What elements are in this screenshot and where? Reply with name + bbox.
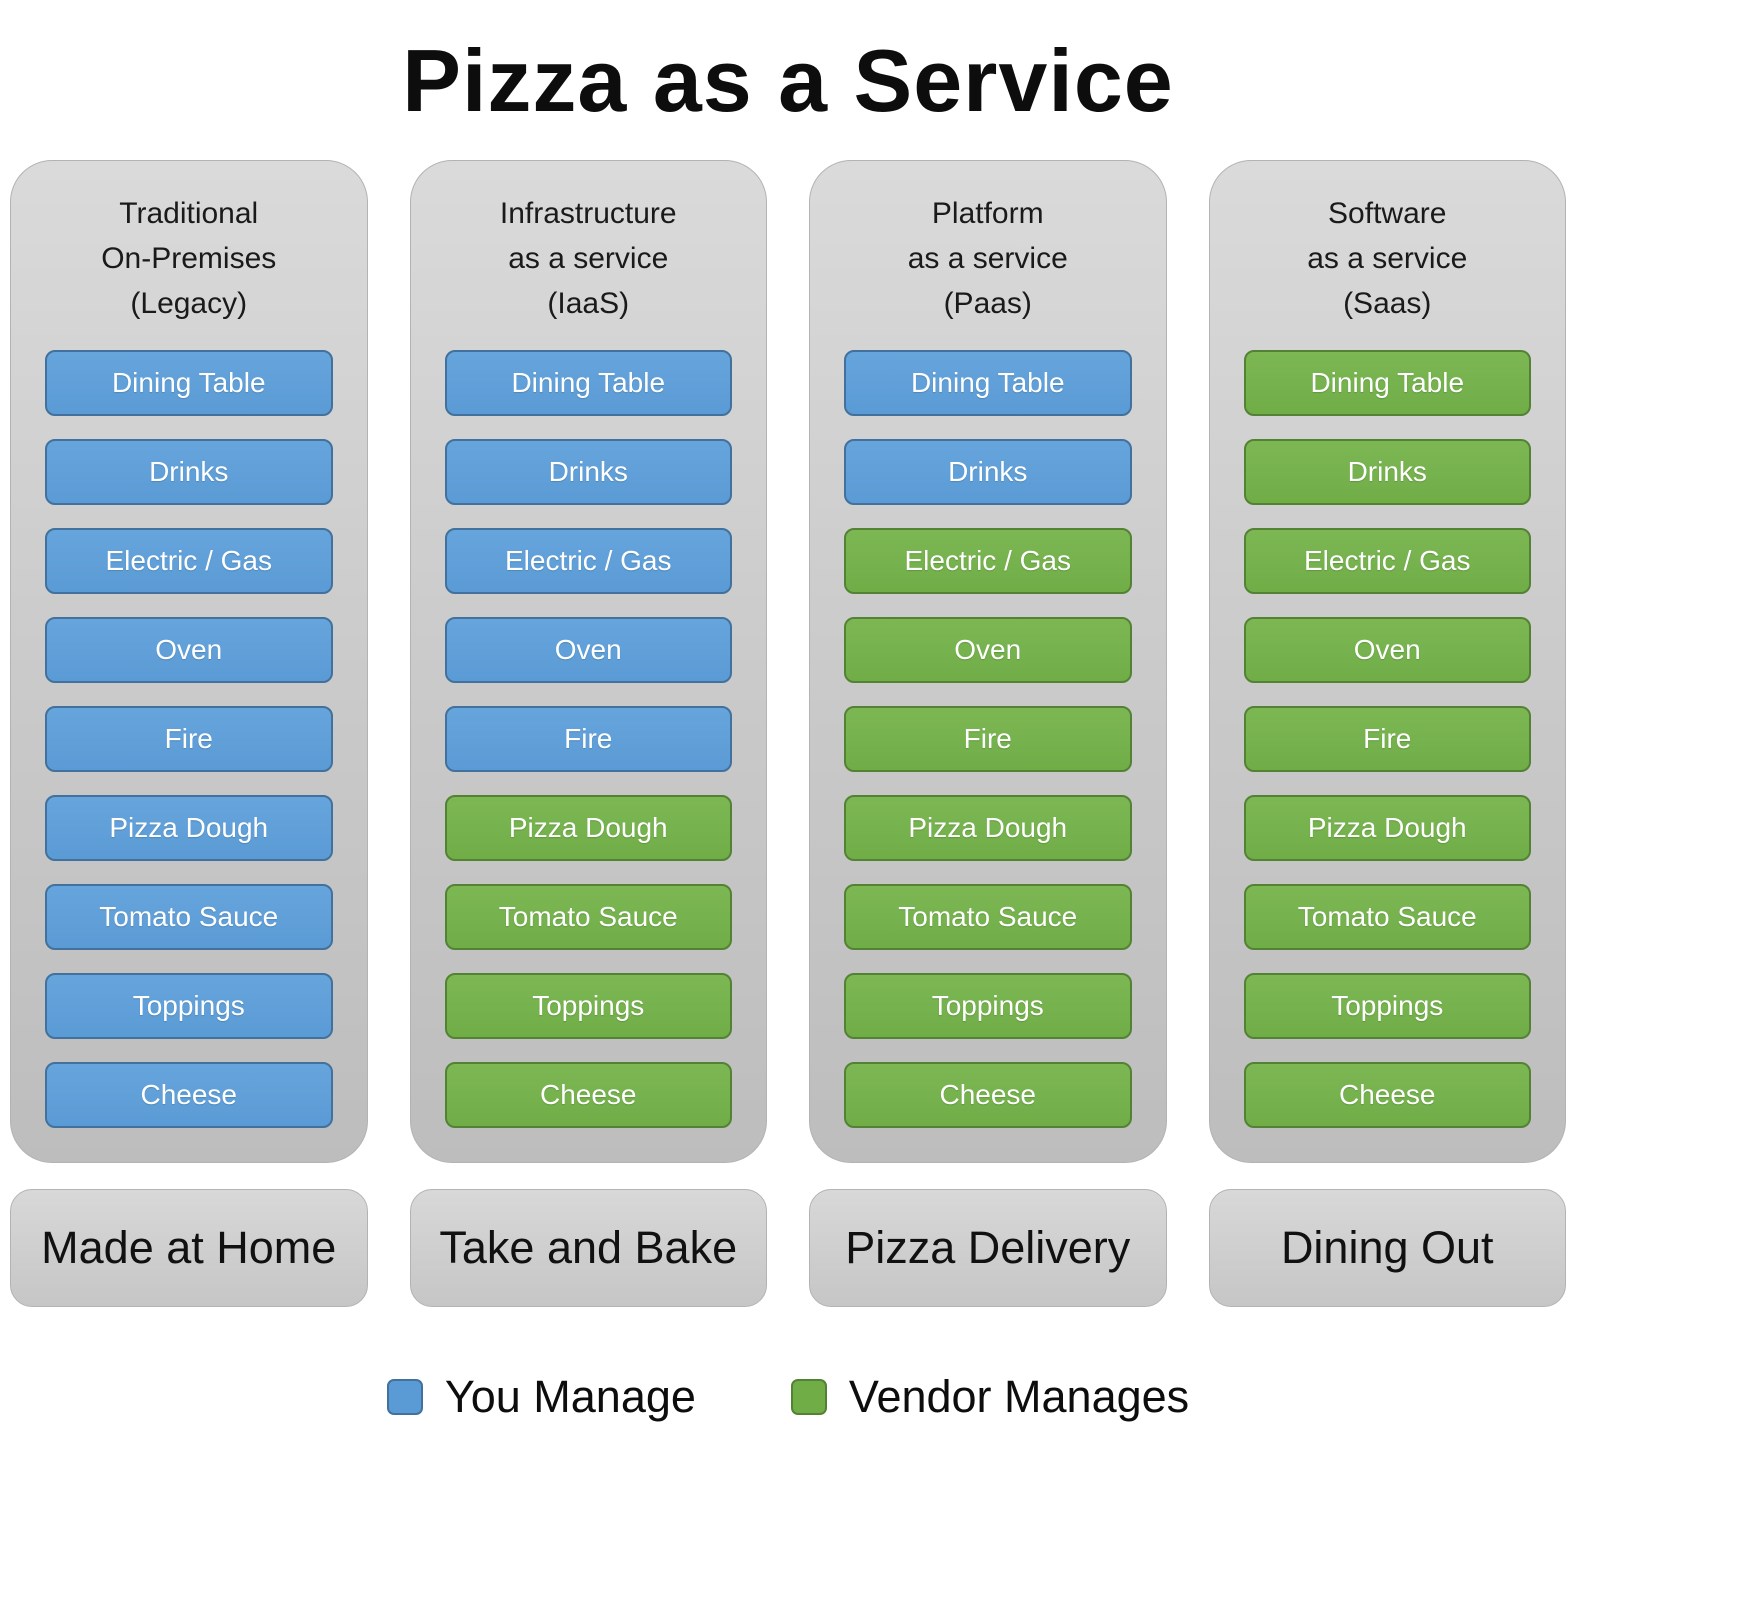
- item-box: Electric / Gas: [844, 528, 1132, 594]
- item-box: Cheese: [1243, 1062, 1531, 1128]
- item-box: Cheese: [444, 1062, 732, 1128]
- column-header: Infrastructure as a service (IaaS): [499, 197, 677, 320]
- item-box: Tomato Sauce: [844, 884, 1132, 950]
- item-box: Oven: [1243, 617, 1531, 683]
- diagram-content: Pizza as a Service Traditional On-Premis…: [6, 31, 1570, 1423]
- legend-item-you-manage: You Manage: [386, 1371, 696, 1423]
- item-box: Pizza Dough: [45, 795, 333, 861]
- item-box: Dining Table: [844, 350, 1132, 416]
- columns-row: Traditional On-Premises (Legacy) Dining T…: [6, 160, 1570, 1163]
- item-box: Drinks: [45, 439, 333, 505]
- item-box: Dining Table: [1243, 350, 1531, 416]
- item-box: Cheese: [844, 1062, 1132, 1128]
- footer-label: Pizza Delivery: [809, 1189, 1167, 1307]
- item-box: Pizza Dough: [444, 795, 732, 861]
- item-box: Tomato Sauce: [444, 884, 732, 950]
- item-box: Drinks: [844, 439, 1132, 505]
- column-header: Traditional On-Premises (Legacy): [101, 197, 277, 320]
- diagram-title: Pizza as a Service: [402, 31, 1174, 130]
- item-box: Oven: [444, 617, 732, 683]
- item-box: Oven: [45, 617, 333, 683]
- item-box: Oven: [844, 617, 1132, 683]
- item-box: Tomato Sauce: [45, 884, 333, 950]
- footer-label: Made at Home: [10, 1189, 368, 1307]
- item-box: Pizza Dough: [1243, 795, 1531, 861]
- item-box: Electric / Gas: [45, 528, 333, 594]
- item-box: Fire: [844, 706, 1132, 772]
- footers-row: Made at Home Take and Bake Pizza Delivery D…: [6, 1189, 1570, 1307]
- item-box: Dining Table: [444, 350, 732, 416]
- item-box: Drinks: [1243, 439, 1531, 505]
- item-box: Fire: [444, 706, 732, 772]
- column-4: Software as a service (Saas) Dining Table…: [1208, 160, 1566, 1163]
- legend-item-vendor-manages: Vendor Manages: [790, 1371, 1190, 1423]
- you-manage-swatch-icon: [386, 1379, 423, 1415]
- item-box: Cheese: [45, 1062, 333, 1128]
- legend: You Manage Vendor Manages: [6, 1371, 1570, 1423]
- column-2: Infrastructure as a service (IaaS) Dining…: [409, 160, 767, 1163]
- footer-label: Take and Bake: [409, 1189, 767, 1307]
- item-box: Electric / Gas: [444, 528, 732, 594]
- legend-label-you-manage: You Manage: [444, 1371, 696, 1422]
- item-box: Toppings: [45, 973, 333, 1039]
- column-1: Traditional On-Premises (Legacy) Dining T…: [10, 160, 368, 1163]
- footer-label: Dining Out: [1208, 1189, 1566, 1307]
- item-box: Dining Table: [45, 350, 333, 416]
- item-box: Fire: [1243, 706, 1531, 772]
- column-header: Software as a service (Saas): [1307, 197, 1468, 320]
- column-header: Platform as a service (Paas): [907, 197, 1068, 320]
- item-box: Toppings: [844, 973, 1132, 1039]
- item-box: Toppings: [1243, 973, 1531, 1039]
- column-3: Platform as a service (Paas) Dining Table…: [809, 160, 1167, 1163]
- item-box: Electric / Gas: [1243, 528, 1531, 594]
- legend-label-vendor-manages: Vendor Manages: [848, 1371, 1190, 1422]
- vendor-manages-swatch-icon: [790, 1379, 827, 1415]
- item-box: Fire: [45, 706, 333, 772]
- item-box: Pizza Dough: [844, 795, 1132, 861]
- item-box: Tomato Sauce: [1243, 884, 1531, 950]
- item-box: Drinks: [444, 439, 732, 505]
- item-box: Toppings: [444, 973, 732, 1039]
